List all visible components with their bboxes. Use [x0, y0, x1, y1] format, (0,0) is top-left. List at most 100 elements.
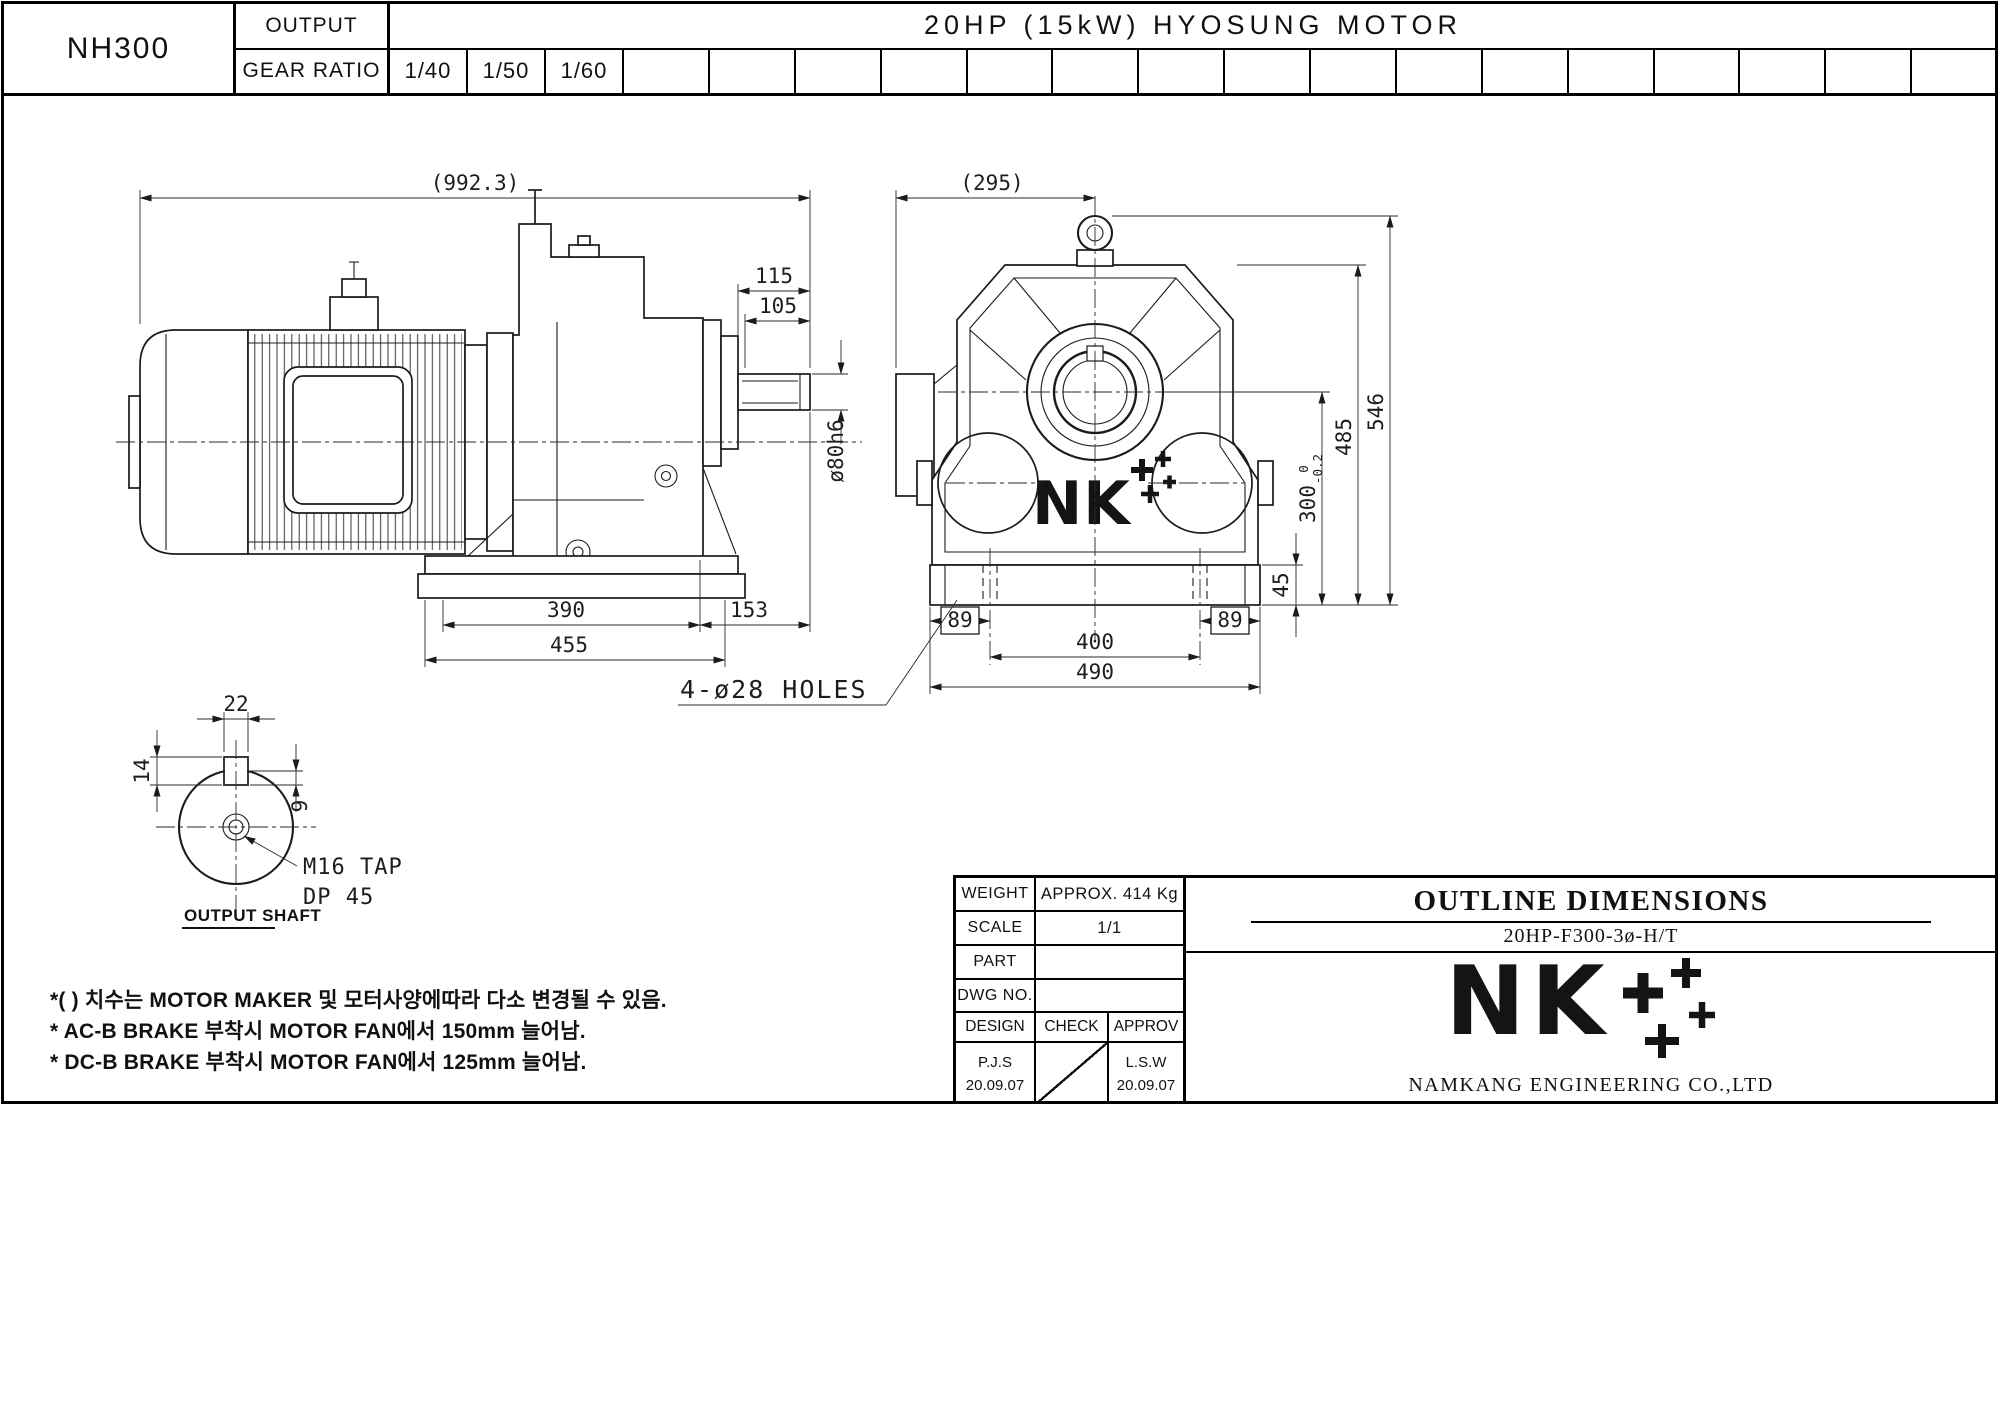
side-boss-left — [937, 432, 1039, 534]
ratio-cell-empty — [1826, 49, 1913, 93]
document-title-area: OUTLINE DIMENSIONS 20HP-F300-3ø-H/T — [1186, 878, 1996, 953]
output-shaft-side — [737, 373, 811, 411]
header-value-column: 20HP (15kW) HYOSUNG MOTOR 1/40 1/50 1/60 — [390, 4, 1996, 93]
company-logo-area: NK NAMKANG ENGINEERING — [1186, 953, 1996, 1104]
ratio-cell-empty — [710, 49, 796, 93]
dim-105: 105 — [744, 294, 811, 368]
approval-header-row: DESIGN CHECK APPROV — [956, 1013, 1183, 1043]
ratio-cell-empty — [1311, 49, 1397, 93]
dim-300-tol-lower: -0.2 — [1310, 454, 1325, 484]
dim-9: 9 — [250, 744, 312, 812]
dim-overall-length-text: (992.3) — [431, 171, 520, 195]
note-line-1: *( ) 치수는 MOTOR MAKER 및 모터사양에따라 다소 변경될 수 … — [50, 989, 667, 1012]
weight-value: APPROX. 414 Kg — [1040, 884, 1179, 903]
dim-485-text: 485 — [1332, 418, 1356, 456]
dim-shaft-diameter-text: ø80h6 — [824, 419, 848, 482]
ratio-cell: 1/60 — [546, 49, 624, 93]
note-line-3: * DC-B BRAKE 부착시 MOTOR FAN에서 125mm 늘어남. — [50, 1051, 587, 1074]
dim-390-text: 390 — [547, 598, 585, 622]
ratio-cell-empty — [624, 49, 710, 93]
ratio-cell-empty — [1053, 49, 1140, 93]
dim-105-text: 105 — [759, 294, 797, 318]
front-view-dimensions: (295) 546 485 300 0 -0.2 — [678, 171, 1398, 706]
drawing-notes: *( ) 치수는 MOTOR MAKER 및 모터사양에따라 다소 변경될 수 … — [50, 985, 667, 1078]
approval-signature-row: P.J.S 20.09.07 L.S.W 20.09.07 — [956, 1043, 1183, 1104]
base-plate-side — [417, 573, 746, 599]
note-line-2: * AC-B BRAKE 부착시 MOTOR FAN에서 150mm 늘어남. — [50, 1020, 586, 1043]
model-cell: NH300 — [4, 4, 236, 93]
ratio-cell: 1/50 — [468, 49, 546, 93]
gearbox-foot — [424, 555, 739, 575]
shaft-detail-caption: OUTPUT SHAFT — [184, 906, 321, 925]
weight-label: WEIGHT — [956, 878, 1036, 910]
gearbox-bolt — [654, 464, 678, 488]
ratio-cell-empty — [1397, 49, 1483, 93]
company-name: NAMKANG ENGINEERING CO.,LTD — [1408, 1074, 1774, 1096]
check-signature-empty — [1036, 1043, 1109, 1104]
title-block-table: WEIGHT APPROX. 414 Kg SCALE 1/1 PART DWG… — [956, 878, 1186, 1104]
dim-115-text: 115 — [755, 264, 793, 288]
document-title: OUTLINE DIMENSIONS — [1413, 885, 1769, 917]
dwg-no-value — [1036, 980, 1183, 1011]
ratio-cell-empty — [1740, 49, 1827, 93]
dim-300-text: 300 — [1296, 485, 1320, 523]
ratio-cell: 1/40 — [390, 49, 468, 93]
ratio-cell-empty — [1139, 49, 1226, 93]
dim-455-text: 455 — [550, 633, 588, 657]
dim-14: 14 — [130, 730, 222, 812]
check-label: CHECK — [1036, 1013, 1109, 1041]
side-view-dimensions: (992.3) 115 105 ø80h6 — [139, 171, 848, 667]
company-logo: NK — [1445, 954, 1736, 1104]
dim-89-right-text: 89 — [1217, 608, 1242, 632]
front-view: NK — [895, 196, 1274, 640]
dim-400-text: 400 — [1076, 630, 1114, 654]
scale-value: 1/1 — [1097, 918, 1122, 937]
motor-spec: 20HP (15kW) HYOSUNG MOTOR — [390, 4, 1996, 50]
title-strip: NH300 OUTPUT GEAR RATIO 20HP (15kW) HYOS… — [4, 4, 1996, 96]
dim-115: 115 — [737, 264, 811, 336]
design-signature: P.J.S 20.09.07 — [956, 1043, 1036, 1104]
dim-300: 300 0 -0.2 — [1167, 391, 1330, 606]
dim-490-text: 490 — [1076, 660, 1114, 684]
ratio-cell-empty — [1912, 50, 1996, 94]
dim-485: 485 — [1237, 264, 1366, 606]
dim-546-text: 546 — [1364, 393, 1388, 431]
title-divider — [1250, 921, 1932, 923]
output-label: OUTPUT — [236, 4, 387, 50]
dwg-no-row: DWG NO. — [956, 980, 1183, 1013]
ratio-cell-empty — [1655, 49, 1741, 93]
approv-signature: L.S.W 20.09.07 — [1109, 1043, 1183, 1104]
dim-295: (295) — [895, 171, 1096, 368]
ratio-cell-empty — [968, 49, 1054, 93]
dim-300-tol-upper: 0 — [1296, 465, 1311, 473]
ratio-cell-empty — [882, 49, 968, 93]
design-name: P.J.S — [978, 1053, 1012, 1071]
gear-ratio-cells: 1/40 1/50 1/60 — [390, 49, 1996, 94]
tap-note-line2: DP 45 — [303, 885, 374, 910]
part-row: PART — [956, 946, 1183, 980]
nk-logo-plus-marks — [1131, 451, 1176, 503]
dim-base-row: 89 89 400 490 — [929, 548, 1261, 694]
output-shaft-detail: 22 14 9 M16 TA — [130, 692, 402, 929]
tap-note: M16 TAP DP 45 — [243, 835, 402, 910]
ratio-cell-empty — [1225, 49, 1311, 93]
dim-295-text: (295) — [960, 171, 1023, 195]
nk-logo-front: NK — [1032, 469, 1132, 539]
gear-ratio-label: GEAR RATIO — [242, 59, 381, 83]
dim-89-left-text: 89 — [947, 608, 972, 632]
dim-546: 546 — [1112, 215, 1398, 606]
dwg-no-label: DWG NO. — [956, 980, 1036, 1011]
terminal-box — [329, 296, 379, 331]
design-date: 20.09.07 — [965, 1076, 1025, 1094]
approv-label: APPROV — [1113, 1018, 1179, 1035]
dim-22-text: 22 — [223, 692, 248, 716]
nk-logo-plus-marks-large — [1622, 958, 1715, 1058]
dim-22: 22 — [197, 692, 275, 752]
dim-390-153-455: 390 153 455 — [424, 412, 811, 667]
dim-14-text: 14 — [130, 758, 154, 783]
holes-note-text: 4-ø28 HOLES — [680, 675, 868, 704]
ratio-cell-empty — [1483, 49, 1569, 93]
scale-row: SCALE 1/1 — [956, 912, 1183, 946]
